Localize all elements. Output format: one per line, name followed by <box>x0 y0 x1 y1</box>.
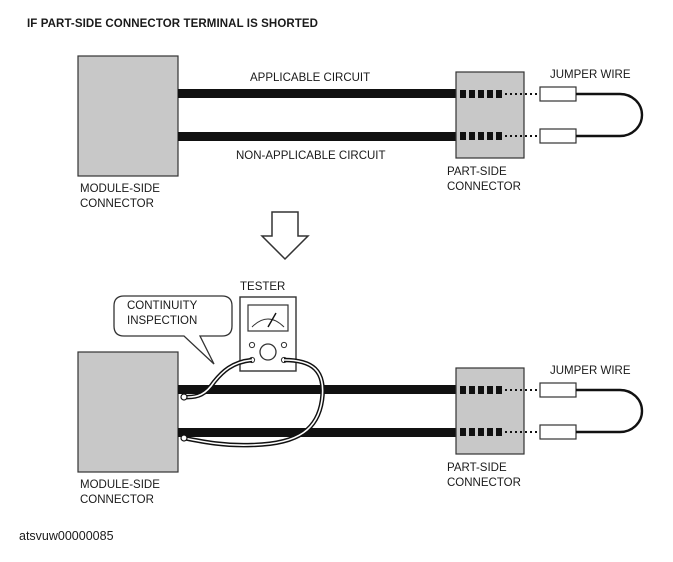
module-side-connector-bottom <box>77 351 179 473</box>
applicable-circuit-wire-top <box>178 89 456 98</box>
part-side-connector-label-bottom-2: CONNECTOR <box>447 477 521 489</box>
module-side-connector-label-top-2: CONNECTOR <box>80 198 154 210</box>
continuity-label-1: CONTINUITY <box>127 300 198 312</box>
tester-label: TESTER <box>240 281 286 293</box>
part-side-connector-top <box>455 71 525 159</box>
module-side-connector-label-bottom-1: MODULE-SIDE <box>80 479 160 491</box>
bottom-diagram <box>77 295 644 473</box>
top-diagram <box>77 55 644 177</box>
applicable-circuit-wire-bottom <box>178 385 456 394</box>
module-side-connector-label-top-1: MODULE-SIDE <box>80 183 160 195</box>
jumper-wire-label-bottom: JUMPER WIRE <box>550 365 631 377</box>
terminal-pins-bottom <box>460 386 502 436</box>
figure-id: atsvuw00000085 <box>19 529 114 543</box>
page-title: IF PART-SIDE CONNECTOR TERMINAL IS SHORT… <box>27 18 319 30</box>
test-lead-right <box>183 357 325 448</box>
non-applicable-circuit-label: NON-APPLICABLE CIRCUIT <box>236 150 386 162</box>
jumper-wire-top <box>539 86 644 144</box>
tester-icon <box>239 296 297 372</box>
module-side-connector-label-bottom-2: CONNECTOR <box>80 494 154 506</box>
non-applicable-circuit-wire-bottom <box>178 428 456 437</box>
test-lead-left <box>183 357 253 400</box>
terminal-dots-top <box>505 93 540 137</box>
part-side-connector-label-bottom-1: PART-SIDE <box>447 462 507 474</box>
module-side-connector-top <box>77 55 179 177</box>
part-side-connector-label-top-1: PART-SIDE <box>447 166 507 178</box>
applicable-circuit-label: APPLICABLE CIRCUIT <box>250 72 371 84</box>
non-applicable-circuit-wire-top <box>178 132 456 141</box>
terminal-dots-bottom <box>505 389 540 433</box>
jumper-wire-label-top: JUMPER WIRE <box>550 69 631 81</box>
probe-tip-left <box>180 393 188 401</box>
probe-tip-right <box>180 434 188 442</box>
jumper-wire-bottom <box>539 382 644 440</box>
continuity-callout <box>113 295 233 365</box>
part-side-connector-bottom <box>455 367 525 455</box>
down-arrow-icon <box>260 211 310 261</box>
part-side-connector-label-top-2: CONNECTOR <box>447 181 521 193</box>
terminal-pins-top <box>460 90 502 140</box>
continuity-label-2: INSPECTION <box>127 315 198 327</box>
